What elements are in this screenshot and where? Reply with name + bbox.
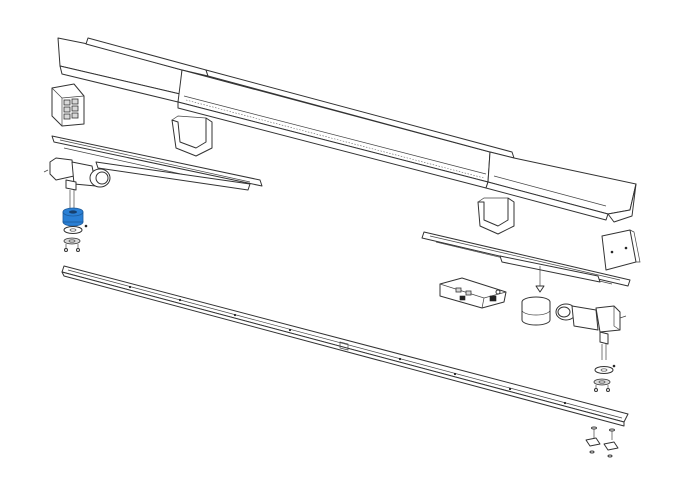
spring-clip-right[interactable] [593,378,611,392]
motor-cover[interactable] [521,296,551,326]
wall-keypad[interactable] [51,83,85,127]
mounting-bracket-right[interactable] [477,197,515,235]
drive-nut-right[interactable] [594,366,614,374]
fastener-clips[interactable] [585,437,619,458]
drive-nut-left[interactable] [62,207,84,227]
upper-cover-channel[interactable] [57,37,637,223]
right-track-section[interactable] [421,231,631,293]
control-board[interactable] [439,277,507,309]
washer-left[interactable] [63,226,83,234]
drive-carriage-right[interactable] [555,303,627,360]
screw-dot-left [84,224,88,228]
drive-carriage-left[interactable] [43,157,111,210]
fastener-screws[interactable] [591,426,615,440]
left-track-section[interactable] [51,135,263,191]
main-rail-bottom[interactable] [61,265,629,427]
spring-clip-left[interactable] [63,237,81,252]
end-cap-right[interactable] [601,229,641,271]
mounting-bracket-left[interactable] [171,115,213,157]
screw-dot-right [612,364,616,368]
